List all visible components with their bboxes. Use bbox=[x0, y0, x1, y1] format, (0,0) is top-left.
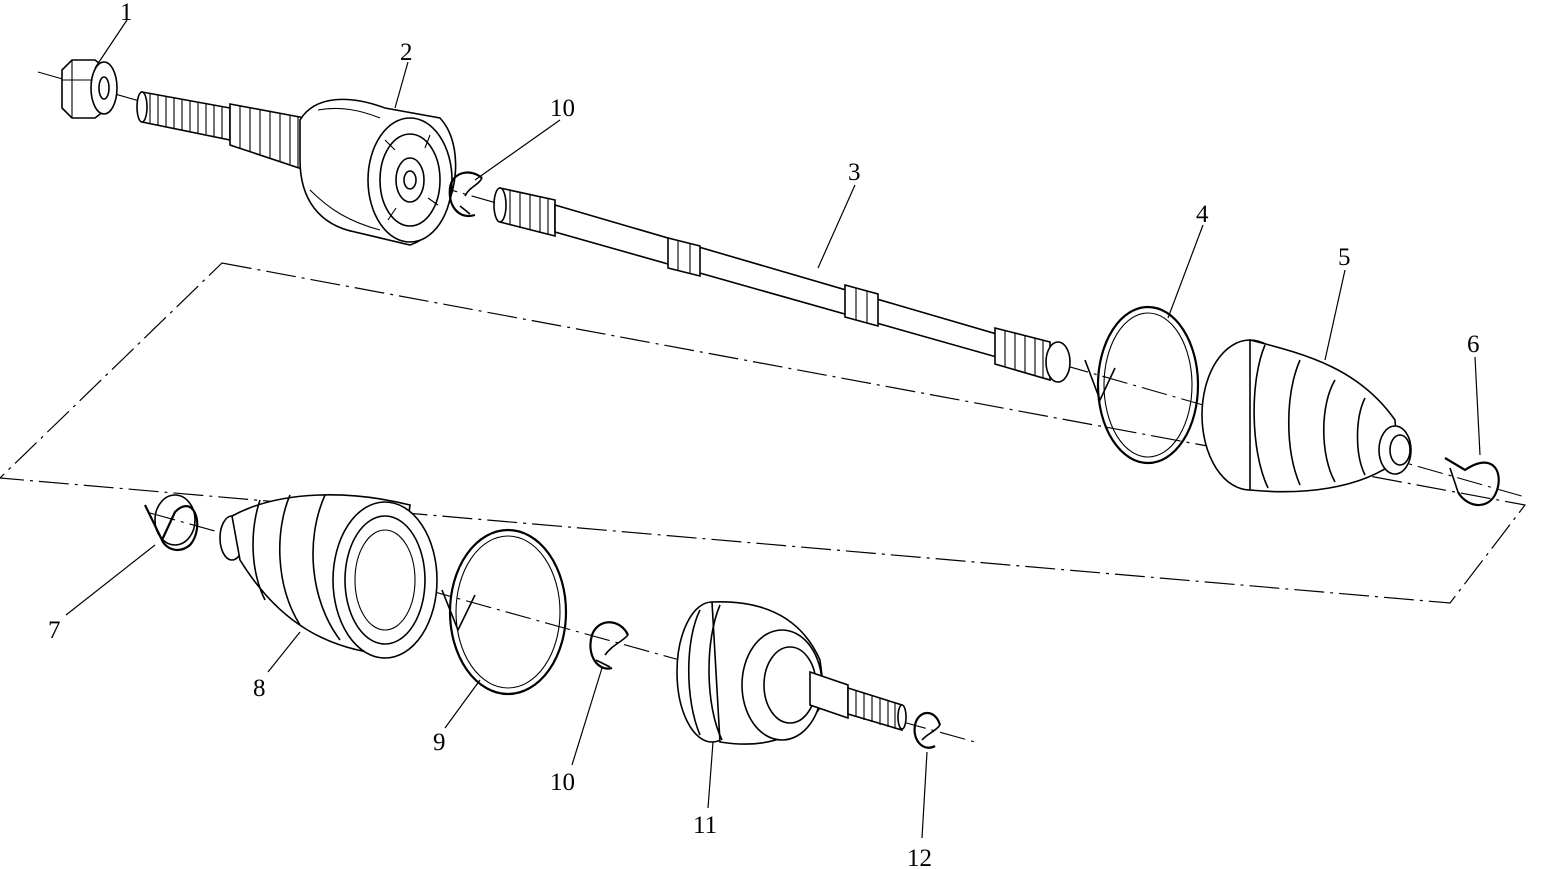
callout-10-lower: 10 bbox=[550, 769, 575, 796]
outer-boot-lower bbox=[219, 494, 438, 659]
circlip-lower bbox=[589, 621, 629, 670]
callout-8: 8 bbox=[253, 675, 266, 702]
boot-clamp-small-upper bbox=[1444, 457, 1500, 507]
boot-clamp-large-upper bbox=[1084, 305, 1200, 465]
callout-6: 6 bbox=[1467, 331, 1480, 358]
callout-3: 3 bbox=[848, 159, 861, 186]
leader-lines bbox=[65, 19, 1481, 839]
callout-1: 1 bbox=[120, 0, 133, 26]
callout-4: 4 bbox=[1196, 201, 1209, 228]
inner-boot-upper bbox=[1201, 338, 1412, 493]
hub-nut bbox=[61, 59, 118, 119]
boot-clamp-small-lower bbox=[144, 494, 199, 552]
callout-10-upper: 10 bbox=[550, 95, 575, 122]
circlip-upper bbox=[448, 171, 483, 218]
callout-5: 5 bbox=[1338, 244, 1351, 271]
circlip-end bbox=[913, 711, 942, 749]
outer-cv-joint bbox=[136, 91, 457, 246]
callout-11: 11 bbox=[693, 812, 717, 839]
inner-cv-joint bbox=[676, 601, 907, 745]
boot-clamp-large-lower bbox=[441, 528, 568, 696]
drive-shaft bbox=[493, 187, 1071, 383]
assembly-frame bbox=[0, 262, 1527, 604]
callout-9: 9 bbox=[433, 729, 446, 756]
callout-2: 2 bbox=[400, 39, 413, 66]
callout-7: 7 bbox=[48, 617, 61, 644]
callout-12: 12 bbox=[907, 845, 932, 869]
